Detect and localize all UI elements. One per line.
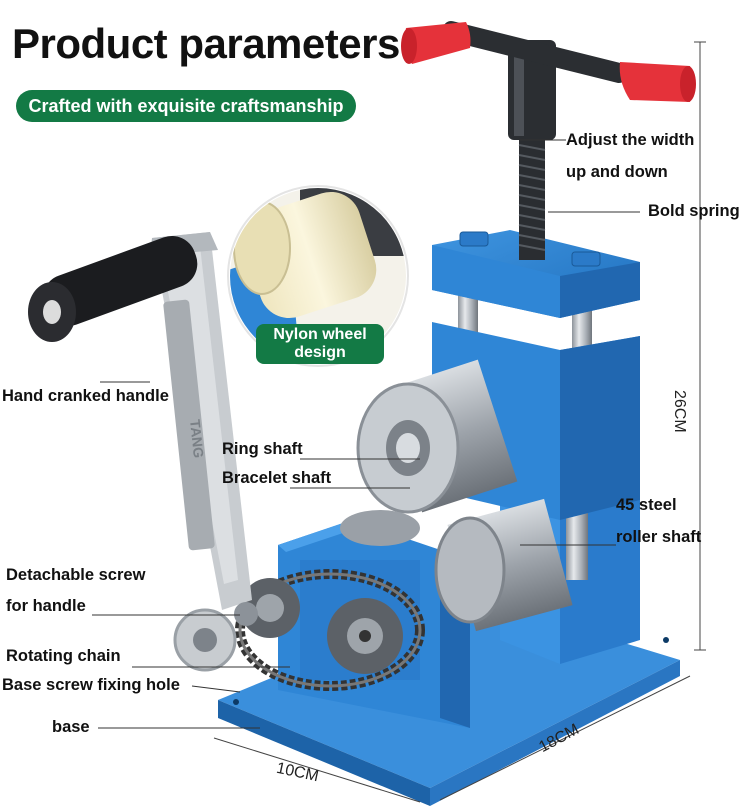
nylon-badge: Nylon wheel design <box>256 326 384 362</box>
label-roller-shaft: roller shaft <box>616 528 702 546</box>
label-detachable-screw: Detachable screw <box>6 566 146 584</box>
label-up-down: up and down <box>566 163 668 181</box>
t-handle <box>401 21 696 102</box>
label-ring-shaft: Ring shaft <box>222 440 303 458</box>
chain-sprockets <box>235 569 425 691</box>
label-rotating-chain: Rotating chain <box>6 647 121 665</box>
dimension-height: 26CM <box>671 390 688 433</box>
label-bracelet-shaft: Bracelet shaft <box>222 469 332 487</box>
label-45-steel: 45 steel <box>616 496 677 514</box>
handle-engraving: TANG <box>187 419 207 459</box>
top-crossbar <box>432 230 640 318</box>
label-fixing-hole: Base screw fixing hole <box>2 676 180 694</box>
subtitle-pill: Crafted with exquisite craftsmanship <box>16 90 356 122</box>
label-bold-spring: Bold spring <box>648 202 740 220</box>
page-title: Product parameters <box>12 20 400 67</box>
nylon-badge-bg <box>256 324 384 364</box>
black-grip <box>28 235 198 342</box>
label-for-handle: for handle <box>6 597 86 615</box>
badge-line-1: Nylon wheel <box>273 326 367 343</box>
label-base: base <box>52 718 90 736</box>
label-hand-handle: Hand cranked handle <box>2 387 169 405</box>
crank-arm: TANG <box>150 232 258 672</box>
badge-line-2: design <box>294 344 346 361</box>
upper-roller <box>356 359 518 514</box>
label-adjust-width: Adjust the width <box>566 131 695 149</box>
dimension-lines <box>213 41 706 803</box>
leader-lines <box>92 139 640 729</box>
screw-spindle <box>508 40 556 260</box>
lower-rollers <box>340 498 573 632</box>
